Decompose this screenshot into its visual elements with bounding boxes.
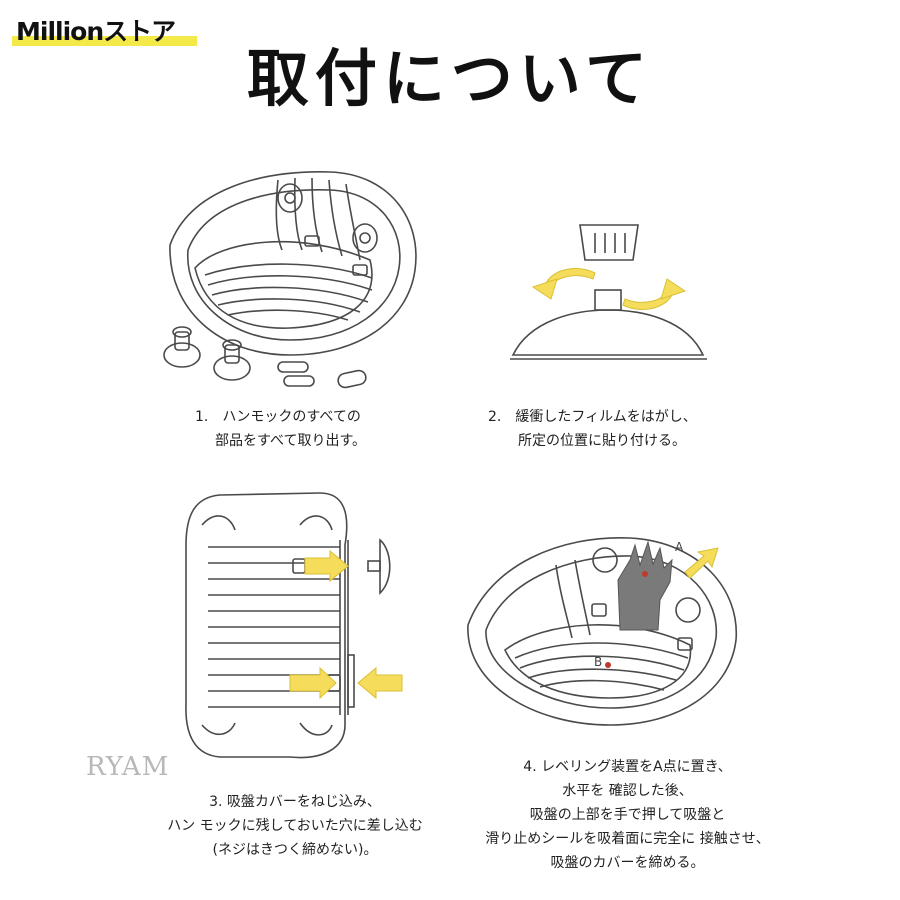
- point-a-marker: [642, 571, 648, 577]
- step1-illustration: [163, 171, 417, 389]
- point-a-label: A: [675, 540, 684, 554]
- step2-line-1: 2. 緩衝したフィルムをはがし、: [488, 409, 697, 425]
- step1-line-1: 1. ハンモックのすべての: [195, 409, 361, 425]
- step1-line-2: 部品をすべて取り出す。: [215, 433, 367, 449]
- brand-underline: [12, 36, 197, 46]
- point-b-label: B: [594, 655, 603, 669]
- step4-caption: 4. レベリング装置をA点に置き、 水平を 確認した後、 吸盤の上部を手で押して…: [455, 755, 800, 875]
- step4-line-3: 吸盤の上部を手で押して吸盤と: [529, 807, 726, 823]
- step2-line-2: 所定の位置に貼り付ける。: [518, 433, 686, 449]
- brand-name: Millionストア: [16, 17, 176, 46]
- step4-line-5: 吸盤のカバーを締める。: [550, 855, 705, 871]
- page-title: 取付について: [246, 42, 654, 115]
- step4-line-4: 滑り止めシールを吸着面に完全に 接触させ、: [485, 831, 770, 847]
- step3-caption: 3. 吸盤カバーをねじ込み、 ハン モックに残しておいた穴に差し込む (ネジはき…: [130, 790, 460, 862]
- step3-illustration: [185, 492, 403, 759]
- point-b-marker: [605, 662, 611, 668]
- step3-line-3: (ネジはきつく締めない)。: [212, 842, 378, 858]
- step3-line-1: 3. 吸盤カバーをねじ込み、: [209, 794, 381, 810]
- step2-caption: 2. 緩衝したフィルムをはがし、 所定の位置に貼り付ける。: [488, 405, 697, 453]
- step4-illustration: [467, 537, 737, 726]
- step2-illustration: [510, 224, 707, 360]
- step1-caption: 1. ハンモックのすべての 部品をすべて取り出す。: [195, 405, 366, 453]
- step3-line-2: ハン モックに残しておいた穴に差し込む: [167, 818, 423, 834]
- hand-icon: [617, 540, 673, 631]
- step4-line-2: 水平を 確認した後、: [562, 783, 693, 799]
- watermark: RYAM: [86, 752, 170, 782]
- step4-line-1: 4. レベリング装置をA点に置き、: [523, 759, 732, 775]
- brand-logo: Millionストア: [12, 8, 197, 48]
